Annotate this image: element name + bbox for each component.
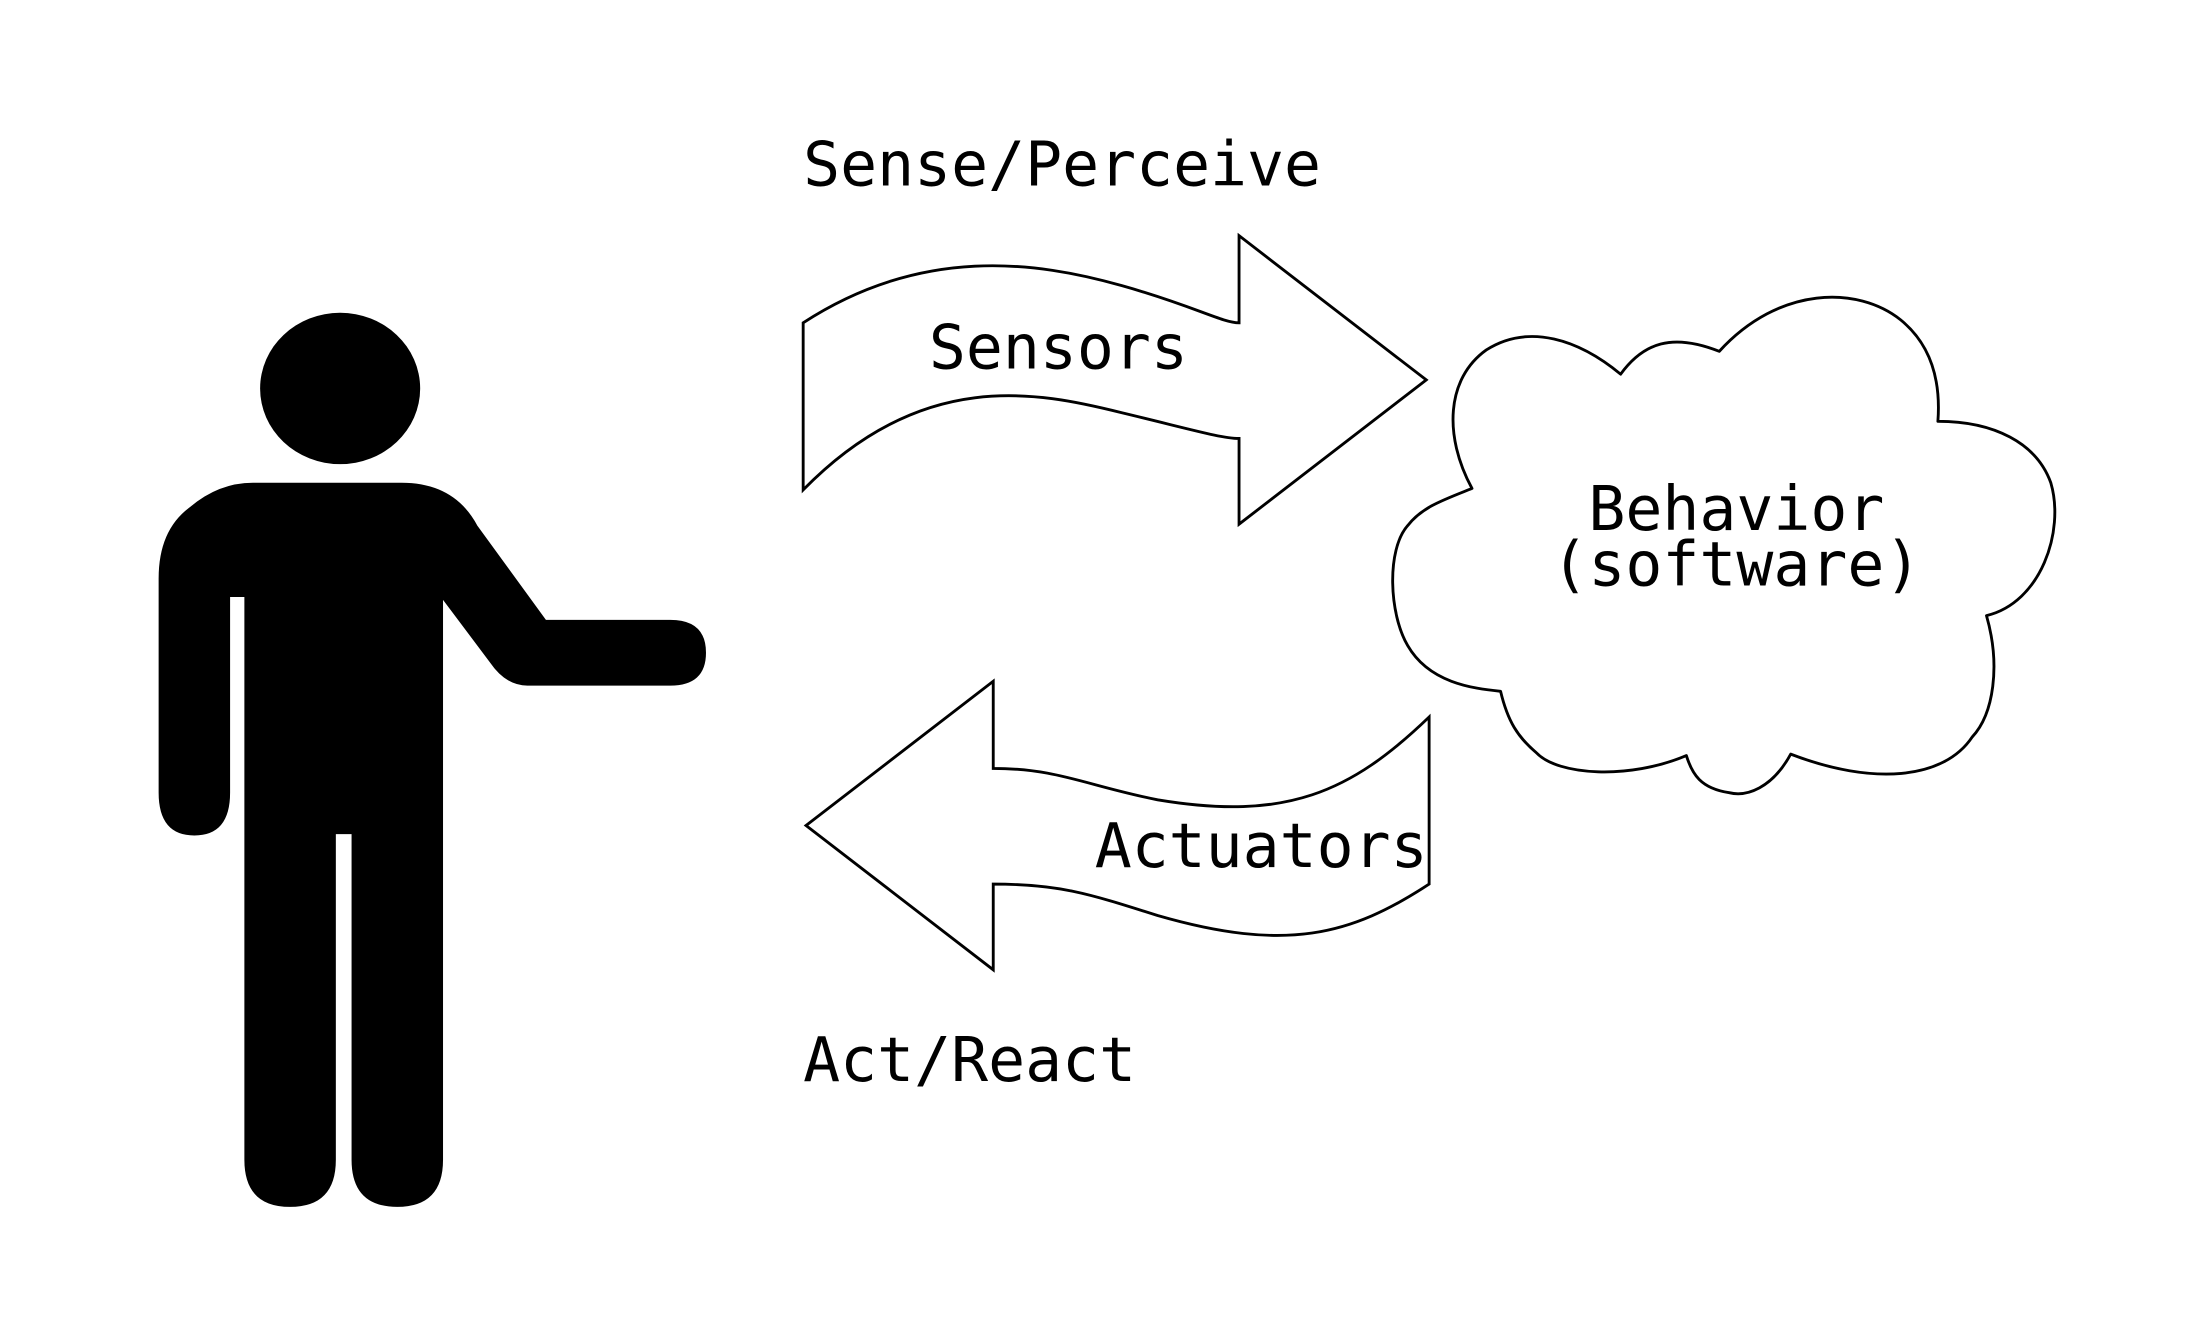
act-react-label: Act/React	[803, 1025, 1136, 1096]
behavior-cloud	[1391, 295, 2057, 796]
behavior-label: Behavior	[1588, 474, 1884, 545]
person-head	[260, 312, 421, 465]
sense-perceive-label: Sense/Perceive	[803, 130, 1321, 201]
software-label: (software)	[1551, 530, 1921, 601]
sensors-label: Sensors	[929, 313, 1188, 384]
actuators-arrow	[803, 678, 1431, 973]
person-body	[158, 482, 706, 1207]
person-icon	[158, 312, 706, 1207]
sensors-arrow	[801, 232, 1429, 528]
actuators-label: Actuators	[1095, 811, 1428, 882]
